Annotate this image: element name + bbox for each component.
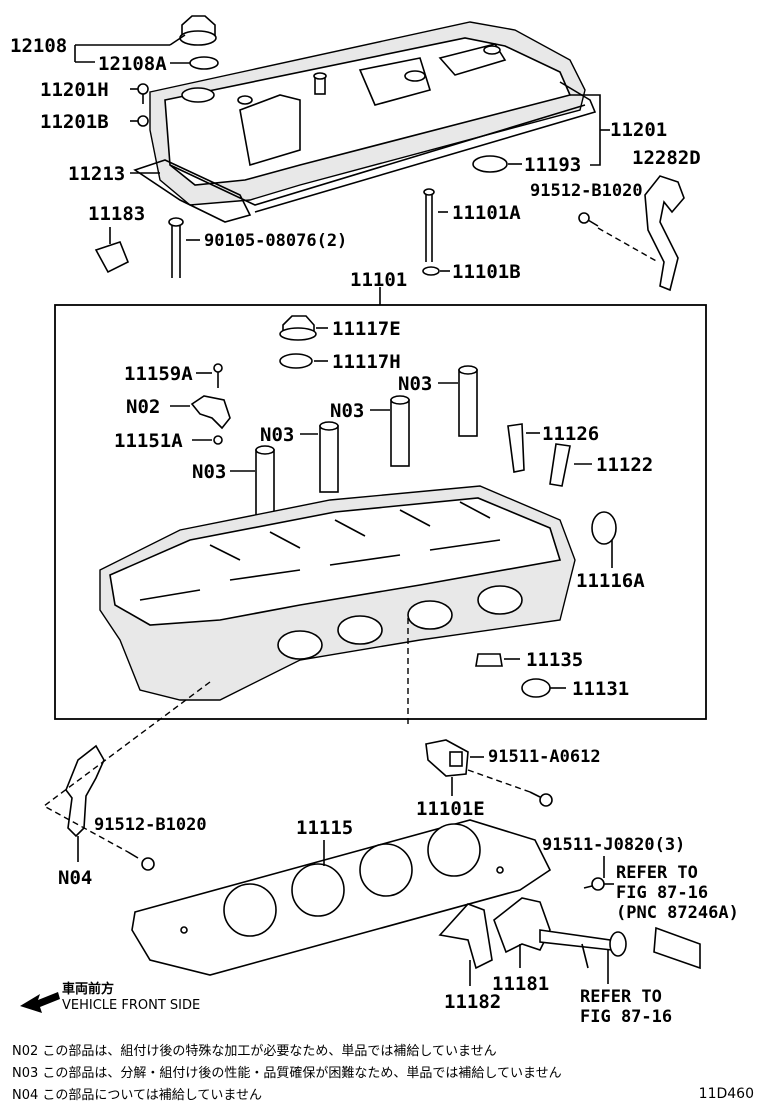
label-11101: 11101 <box>350 269 407 291</box>
label-n03-b: N03 <box>330 400 364 422</box>
label-11101A: 11101A <box>452 202 521 224</box>
label-11117H: 11117H <box>332 351 401 373</box>
cover-gasket <box>133 104 586 223</box>
cylinder-head <box>99 485 576 701</box>
plug-11183 <box>94 241 130 274</box>
label-11116A: 11116A <box>576 570 645 592</box>
oil-filler-cap <box>179 15 217 46</box>
label-11201H: 11201H <box>40 79 109 101</box>
bracket-11182 <box>438 903 493 970</box>
label-11151A: 11151A <box>114 430 183 452</box>
guide-11122 <box>549 443 571 487</box>
seal-11131 <box>521 678 551 698</box>
label-n02: N02 <box>126 396 160 418</box>
label-11101B: 11101B <box>452 261 521 283</box>
label-12282D: 12282D <box>632 147 701 169</box>
label-n03-d: N03 <box>192 461 226 483</box>
bolt-11159A <box>213 363 223 388</box>
vehicle-front-label-jp: 車両前方 <box>62 982 115 997</box>
pin-11151A <box>213 435 223 445</box>
bolt-91512-top <box>578 212 599 227</box>
bolt-11201H <box>137 83 149 104</box>
label-11183: 11183 <box>88 203 145 225</box>
label-11182: 11182 <box>444 991 501 1013</box>
stud-11101A <box>423 188 435 262</box>
bolt-91512-bottom <box>127 851 155 871</box>
label-11117E: 11117E <box>332 318 401 340</box>
cylinder-head-cover <box>149 21 586 206</box>
plug-11135 <box>475 653 503 667</box>
washer-11101B <box>422 266 440 276</box>
plug-11117E <box>279 315 317 341</box>
label-n03-c: N03 <box>260 424 294 446</box>
label-fig-87-16-1: FIG 87-16 <box>616 883 708 903</box>
bolt-90105 <box>168 217 184 278</box>
vehicle-front-label-en: VEHICLE FRONT SIDE <box>62 998 201 1013</box>
leader-lines <box>74 34 614 986</box>
note-n03: N03 この部品は、分解・組付け後の性能・品質確保が困難なため、単品では補給して… <box>12 1066 562 1081</box>
guide-11126 <box>507 423 525 473</box>
label-11135: 11135 <box>526 649 583 671</box>
sleeve-n03-c <box>319 421 339 493</box>
label-11159A: 11159A <box>124 363 193 385</box>
cap-gasket <box>189 56 219 70</box>
label-11115: 11115 <box>296 817 353 839</box>
note-n02: N02 この部品は、組付け後の特殊な加工が必要なため、単品では補給していません <box>12 1044 497 1059</box>
bracket-n02 <box>190 395 231 430</box>
washer-11201B <box>137 115 149 127</box>
figure-code: 11D460 <box>698 1086 754 1102</box>
sleeve-n03-b <box>390 395 410 467</box>
label-11201B: 11201B <box>40 111 109 133</box>
hose <box>653 926 701 970</box>
note-n04: N04 この部品については補給していません <box>12 1088 262 1103</box>
label-91511-A0612: 91511-A0612 <box>488 747 601 767</box>
label-11213: 11213 <box>68 163 125 185</box>
engine-hanger-top <box>644 175 685 292</box>
front-arrow-icon <box>20 992 60 1013</box>
label-91512-B1020-top: 91512-B1020 <box>530 181 643 201</box>
label-pnc-87246A: (PNC 87246A) <box>616 903 739 923</box>
label-11193: 11193 <box>524 154 581 176</box>
label-11181: 11181 <box>492 973 549 995</box>
label-n03-a: N03 <box>398 373 432 395</box>
plug-11116A <box>591 511 617 545</box>
sleeve-n03-a <box>458 365 478 437</box>
label-11101E: 11101E <box>416 798 485 820</box>
seal-11193 <box>472 155 508 173</box>
bracket-11181 <box>493 897 551 954</box>
label-refer-to-1: REFER TO <box>616 863 698 883</box>
bolt-91511-J0820 <box>583 877 605 891</box>
sensor-11101E <box>425 739 469 777</box>
bolt-91511-A0612 <box>529 791 553 807</box>
label-91512-B1020-bottom: 91512-B1020 <box>94 815 207 835</box>
label-refer-to-2: REFER TO <box>580 987 662 1007</box>
label-12108: 12108 <box>10 35 67 57</box>
label-91511-J0820: 91511-J0820(3) <box>542 835 685 855</box>
label-11131: 11131 <box>572 678 629 700</box>
head-gasket-11115 <box>131 819 552 976</box>
label-11126: 11126 <box>542 423 599 445</box>
label-n04: N04 <box>58 867 92 889</box>
sleeve-n03-d <box>255 445 275 517</box>
label-11122: 11122 <box>596 454 653 476</box>
label-fig-87-16-2: FIG 87-16 <box>580 1007 672 1027</box>
label-90105-08076: 90105-08076(2) <box>204 231 347 251</box>
gasket-11117H <box>279 353 313 369</box>
label-11201: 11201 <box>610 119 667 141</box>
label-12108A: 12108A <box>98 53 167 75</box>
pipe <box>539 929 613 951</box>
